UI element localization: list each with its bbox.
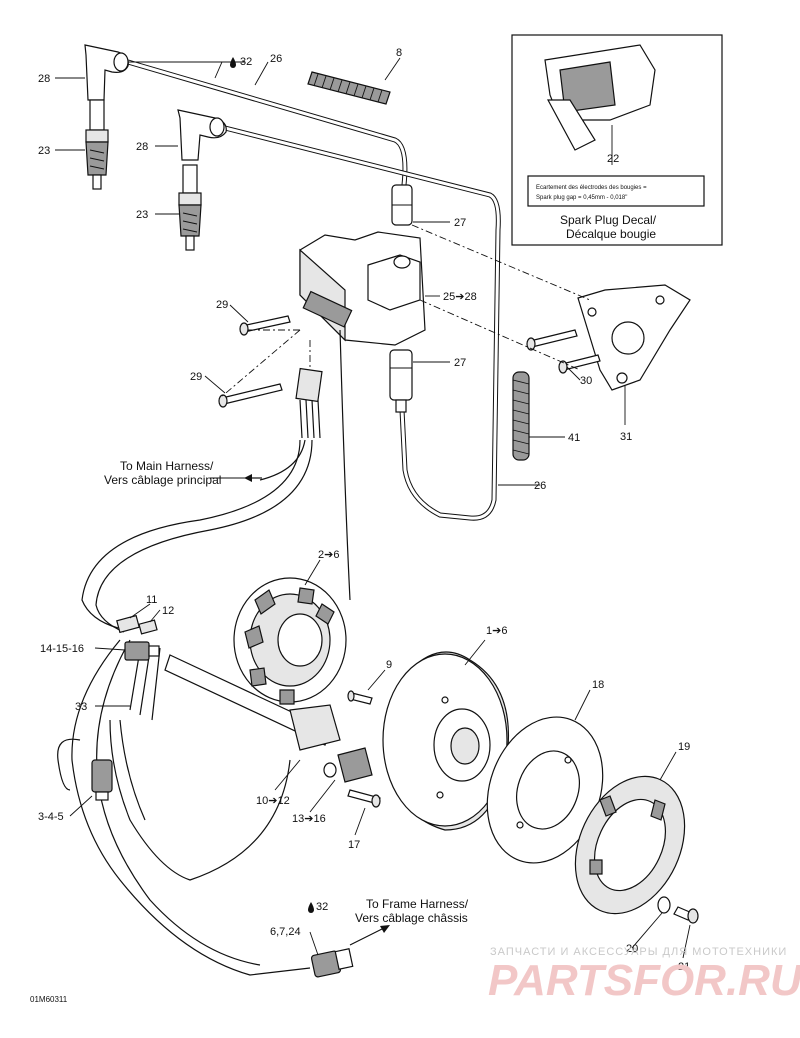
callout-14-15-16: 14-15-16 bbox=[40, 643, 84, 655]
washer-20 bbox=[657, 896, 671, 914]
callout-29-b: 29 bbox=[190, 371, 202, 383]
callout-25-28: 25➔28 bbox=[443, 291, 477, 303]
bolt-21 bbox=[673, 906, 699, 924]
callout-19: 19 bbox=[678, 741, 690, 753]
boot-27-bottom bbox=[389, 349, 413, 413]
screw-30-b bbox=[558, 354, 601, 374]
flywheel-cover-18 bbox=[486, 716, 604, 864]
callout-2-6: 2➔6 bbox=[318, 549, 339, 561]
flywheel bbox=[382, 651, 510, 831]
callout-10-12: 10➔12 bbox=[256, 795, 290, 807]
callout-labels: 8 26 32 28 28 23 23 27 27 25➔28 29 29 30… bbox=[38, 47, 690, 973]
inset-caption-en: Spark Plug Decal/ bbox=[560, 213, 657, 227]
connector-14-15-16 bbox=[124, 641, 160, 661]
callout-31: 31 bbox=[620, 431, 632, 443]
trigger-sensor bbox=[323, 747, 373, 783]
callout-1-6: 1➔6 bbox=[486, 625, 507, 637]
connector-11-12 bbox=[116, 614, 158, 635]
callout-26-bottom: 26 bbox=[534, 480, 546, 492]
spring-8 bbox=[307, 71, 391, 105]
screw-29-top bbox=[239, 315, 291, 336]
starter-cup-19 bbox=[574, 775, 686, 915]
callout-23-b: 23 bbox=[136, 209, 148, 221]
connector-6-7-24 bbox=[310, 948, 354, 978]
leader-lines bbox=[55, 57, 691, 959]
ignition-coil bbox=[299, 231, 426, 346]
callout-9: 9 bbox=[386, 659, 392, 671]
callout-13-16: 13➔16 bbox=[292, 813, 326, 825]
decal-text-line1: Ecartement des électrodes des bougies = bbox=[536, 185, 647, 191]
screw-29-bottom bbox=[218, 383, 283, 408]
harness-arrows bbox=[244, 474, 390, 946]
connector-3-4-5 bbox=[91, 759, 113, 801]
spark-plug-left bbox=[85, 99, 109, 190]
callout-11: 11 bbox=[146, 594, 157, 606]
oil-drop-icon bbox=[230, 57, 236, 68]
callout-32-top: 32 bbox=[240, 56, 252, 68]
callout-27-a: 27 bbox=[454, 217, 466, 229]
screw-30-a bbox=[526, 329, 578, 351]
main-harness-note-en: To Main Harness/ bbox=[120, 459, 214, 473]
spring-41 bbox=[512, 371, 530, 461]
spark-plug-cap-right bbox=[177, 109, 227, 161]
callout-3-4-5: 3-4-5 bbox=[38, 811, 64, 823]
callout-28-b: 28 bbox=[136, 141, 148, 153]
screw-17 bbox=[347, 789, 381, 808]
inset-caption-fr: Décalque bougie bbox=[566, 227, 656, 241]
callout-17: 17 bbox=[348, 839, 360, 851]
callout-28-a: 28 bbox=[38, 73, 50, 85]
alignment-lines bbox=[219, 224, 591, 399]
callout-22: 22 bbox=[607, 153, 619, 165]
callout-30: 30 bbox=[580, 375, 592, 387]
callout-33: 33 bbox=[75, 701, 87, 713]
coil-bracket-31 bbox=[577, 284, 691, 391]
screw-9 bbox=[347, 690, 373, 705]
callout-6-7-24: 6,7,24 bbox=[270, 926, 301, 938]
callout-41: 41 bbox=[568, 432, 580, 444]
drawing-code: 01M60311 bbox=[30, 995, 68, 1004]
stator bbox=[233, 577, 347, 705]
callout-20: 20 bbox=[626, 943, 638, 955]
frame-harness-note-fr: Vers câblage châssis bbox=[355, 911, 468, 925]
callout-21: 21 bbox=[678, 961, 690, 973]
main-harness-note-fr: Vers câblage principal bbox=[104, 473, 221, 487]
callout-8: 8 bbox=[396, 47, 402, 59]
coil-connector-harness bbox=[259, 367, 323, 481]
spark-plug-right bbox=[178, 164, 202, 251]
spark-plug-cap-left bbox=[84, 44, 129, 101]
callout-26-top: 26 bbox=[270, 53, 282, 65]
inset-decal-box bbox=[511, 34, 723, 246]
trigger-coil-mount bbox=[164, 654, 341, 751]
callout-32-bottom: 32 bbox=[316, 901, 328, 913]
decal-text-line2: Spark plug gap = 0,45mm - 0,018" bbox=[536, 195, 627, 201]
watermark-brand: PARTSFOR.RU bbox=[488, 956, 800, 1005]
boot-27-top bbox=[391, 184, 413, 226]
oil-drop-icon bbox=[308, 902, 314, 913]
callout-29-a: 29 bbox=[216, 299, 228, 311]
callout-27-b: 27 bbox=[454, 357, 466, 369]
callout-12: 12 bbox=[162, 605, 174, 617]
callout-18: 18 bbox=[592, 679, 604, 691]
callout-23-a: 23 bbox=[38, 145, 50, 157]
frame-harness-note-en: To Frame Harness/ bbox=[366, 897, 469, 911]
high-tension-wire-26 bbox=[127, 59, 501, 521]
watermark-tagline: ЗАПЧАСТИ И АКСЕССУАРЫ ДЛЯ МОТОТЕХНИКИ bbox=[490, 946, 787, 958]
